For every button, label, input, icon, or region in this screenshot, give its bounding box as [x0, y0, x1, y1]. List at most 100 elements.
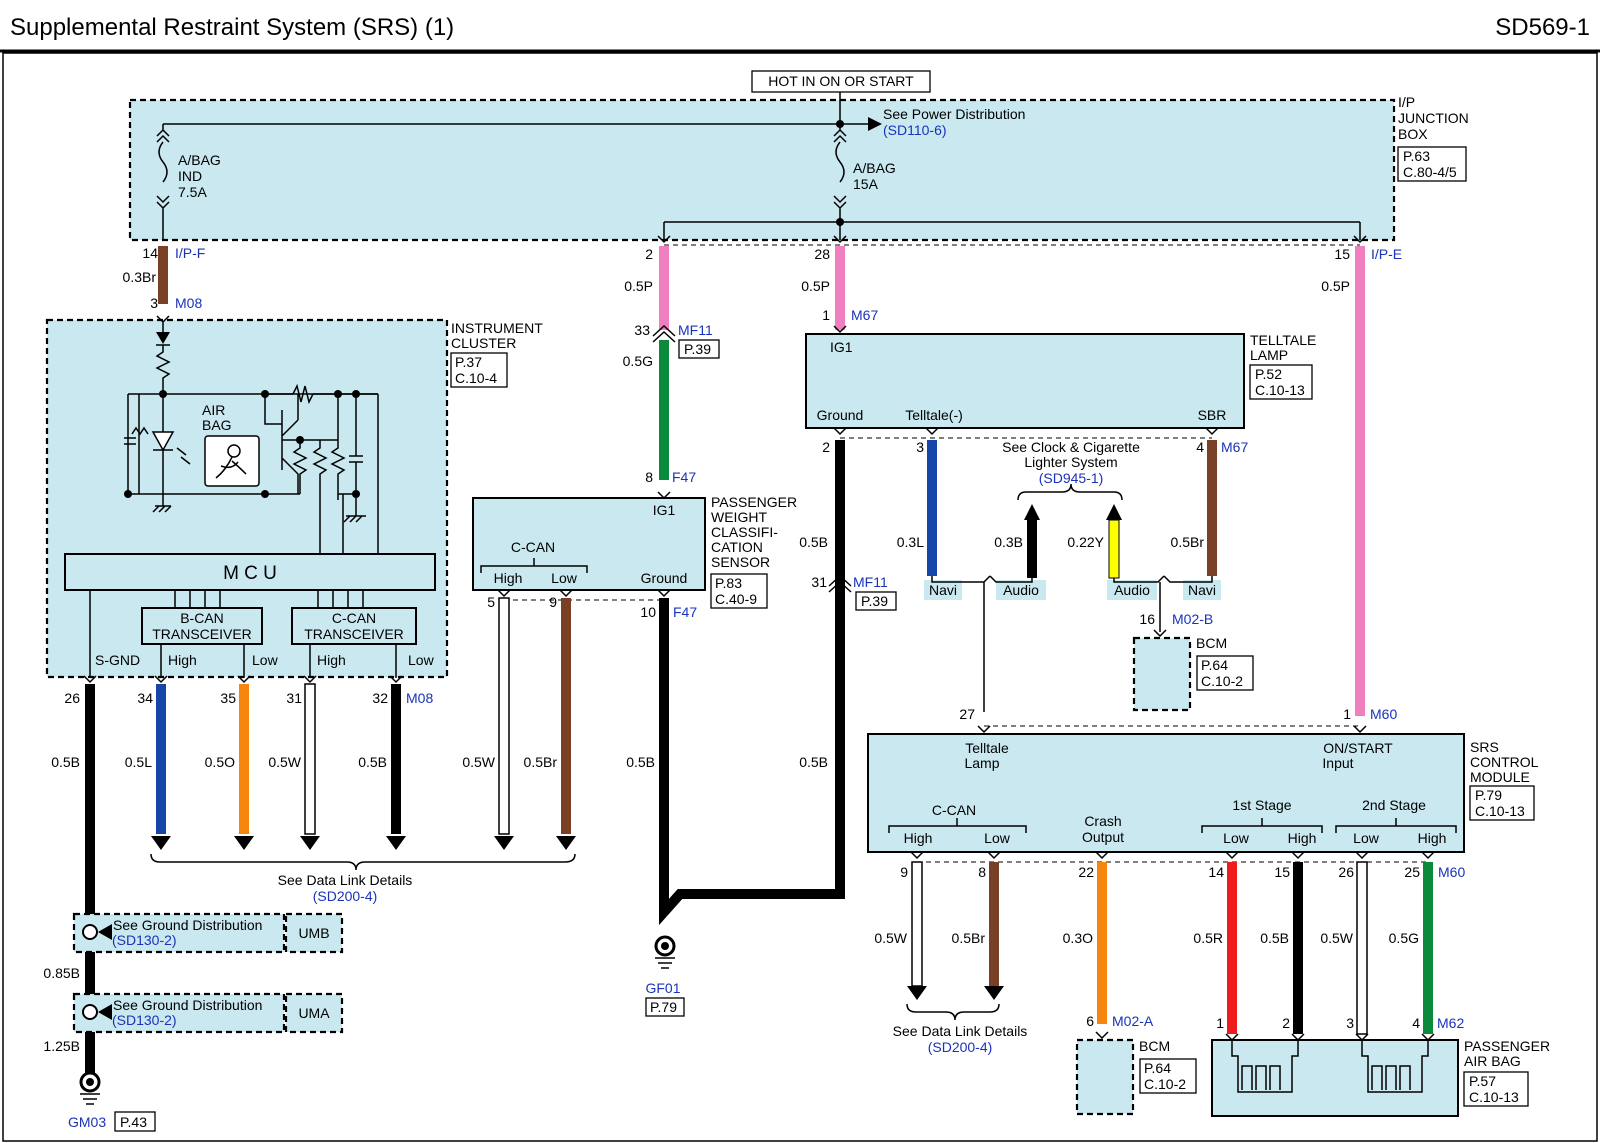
pin-1-m62: 1: [1216, 1015, 1224, 1031]
wire-orange-crash-output: [1097, 862, 1107, 1024]
fuse-abag-line2: 15A: [853, 176, 879, 192]
pin-3-m62: 3: [1346, 1015, 1354, 1031]
airbag-name-1: PASSENGER: [1464, 1038, 1550, 1054]
bcm-lower-ref-page: P.64: [1144, 1060, 1171, 1076]
wire-white-srs-ccan-high: [911, 861, 923, 987]
pin-4-m62: 4: [1412, 1015, 1420, 1031]
bcm-upper-ref-page: P.64: [1201, 657, 1228, 673]
wire-label-125b: 1.25B: [43, 1038, 80, 1054]
connector-mf11-lower: MF11: [853, 574, 888, 590]
pwcs-ref-conn: C.40-9: [715, 591, 757, 607]
connector-m08-lower: M08: [406, 690, 433, 706]
pwcs-name-2: WEIGHT: [711, 509, 767, 525]
wire-label-05w-pwcs: 0.5W: [462, 754, 495, 770]
wire-label-03o: 0.3O: [1063, 930, 1093, 946]
navi-label-right: Navi: [1188, 582, 1216, 598]
page-code: SD569-1: [1495, 14, 1590, 41]
wire-label-05b-ground: 0.5B: [799, 754, 828, 770]
pin-27: 27: [959, 706, 975, 722]
bcan-pin-high: High: [168, 652, 197, 668]
passenger-air-bag: PASSENGER AIR BAG P.57 C.10-13: [1211, 1033, 1550, 1117]
ground-umb-label: UMB: [298, 925, 329, 941]
ip-junction-box: See Power Distribution (SD110-6) A/BAG I…: [128, 92, 1469, 246]
wire-label-05g-stage2: 0.5G: [1389, 930, 1419, 946]
srs-name-3: MODULE: [1470, 769, 1530, 785]
m02b-mark: [1153, 629, 1167, 638]
pin-14-srs: 14: [1208, 864, 1224, 880]
ipjb-name-line2: JUNCTION: [1398, 110, 1469, 126]
ground-dist-uma-label: See Ground Distribution: [113, 997, 262, 1013]
airbag-indicator-label1: AIR: [202, 402, 225, 418]
wire-label-05r: 0.5R: [1193, 930, 1223, 946]
data-link-brace-srs: [906, 1003, 1000, 1021]
ground-gm03: GM03 P.43: [68, 1071, 156, 1132]
mf11-connector-lower: [828, 574, 852, 593]
wire-label-05g: 0.5G: [623, 353, 653, 369]
connector-ipf: I/P-F: [175, 245, 205, 261]
telltale-ref-page: P.52: [1255, 366, 1282, 382]
wire-white-ccan-high: [304, 683, 316, 835]
wire-brown-srs-ccan-low: [989, 862, 999, 986]
wire-label-05b-telltale: 0.5B: [799, 534, 828, 550]
wire-label-03l: 0.3L: [897, 534, 924, 550]
pin-31-mf11: 31: [811, 574, 827, 590]
wire-label-05br-srs: 0.5Br: [952, 930, 986, 946]
wire-label-05b-pwcs: 0.5B: [626, 754, 655, 770]
telltale-telltale: Telltale(-): [905, 407, 963, 423]
wire-red-stage1-low: [1227, 862, 1237, 1034]
cluster-connector-marks: [83, 675, 403, 684]
telltale-name-1: TELLTALE: [1250, 332, 1316, 348]
pin-6: 6: [1086, 1013, 1094, 1029]
pwcs-name-4: CATION: [711, 539, 763, 555]
ground-gf01-label: GF01: [645, 980, 680, 996]
bcan-label2: TRANSCEIVER: [152, 626, 252, 642]
pin-35: 35: [220, 690, 236, 706]
navi-label-left: Navi: [929, 582, 957, 598]
srs-crash-2: Output: [1082, 829, 1124, 845]
pin-32: 32: [372, 690, 388, 706]
pwcs-low: Low: [551, 570, 578, 586]
srs-control-module: Telltale Lamp ON/START Input C-CAN High …: [867, 733, 1539, 863]
srs-telltale-1: Telltale: [965, 740, 1009, 756]
hot-in-start-box: [751, 70, 931, 93]
pin-28: 28: [814, 246, 830, 262]
connector-f47-lower: F47: [673, 604, 697, 620]
wire-white-pwcs-high: [498, 597, 510, 835]
cluster-ref-conn: C.10-4: [455, 370, 497, 386]
wire-green-pwcs: [659, 340, 669, 480]
ipjb-ref-conn: C.80-4/5: [1403, 164, 1457, 180]
srs-name-1: SRS: [1470, 739, 1499, 755]
ground-gf01: GF01 P.79: [645, 935, 685, 1017]
pwcs-name-1: PASSENGER: [711, 494, 797, 510]
pin-14: 14: [142, 245, 158, 261]
telltale-name-2: LAMP: [1250, 347, 1288, 363]
pin-10: 10: [640, 604, 656, 620]
wire-label-05w-cluster: 0.5W: [268, 754, 301, 770]
pin-33: 33: [634, 322, 650, 338]
clock-label-1: See Clock & Cigarette: [1002, 439, 1140, 455]
m02a-mark: [1095, 1031, 1109, 1040]
navi-audio-switch-right: Audio Navi: [1107, 575, 1221, 632]
wire-blue-bcan-high: [156, 684, 166, 834]
connector-ipe: I/P-E: [1371, 246, 1402, 262]
wire-orange-bcan-low: [239, 684, 249, 834]
pwcs-ig1: IG1: [653, 502, 676, 518]
wire-pink-telltale: [835, 246, 845, 330]
ipjb-name-line1: I/P: [1398, 94, 1415, 110]
srs-stage2-high: High: [1418, 830, 1447, 846]
srs-telltale-2: Lamp: [964, 755, 999, 771]
wire-label-05b-cluster: 0.5B: [358, 754, 387, 770]
see-power-ref: (SD110-6): [883, 122, 947, 138]
wire-pink-srs-onstart: [1355, 246, 1365, 716]
ground-gm03-label: GM03: [68, 1114, 106, 1130]
srs-name-2: CONTROL: [1470, 754, 1539, 770]
mf11-ref-box: [678, 339, 720, 359]
bcan-pin-low: Low: [252, 652, 279, 668]
wire-label-05br-sbr: 0.5Br: [1171, 534, 1205, 550]
fuse-abag-ind-line1: A/BAG: [178, 152, 221, 168]
ground-dist-umb: See Ground Distribution (SD130-2) UMB: [72, 912, 344, 954]
pin-8: 8: [645, 469, 653, 485]
data-link-arrows-left: [151, 836, 406, 850]
pin-2-ipjb: 2: [645, 246, 653, 262]
pwcs-high: High: [494, 570, 523, 586]
